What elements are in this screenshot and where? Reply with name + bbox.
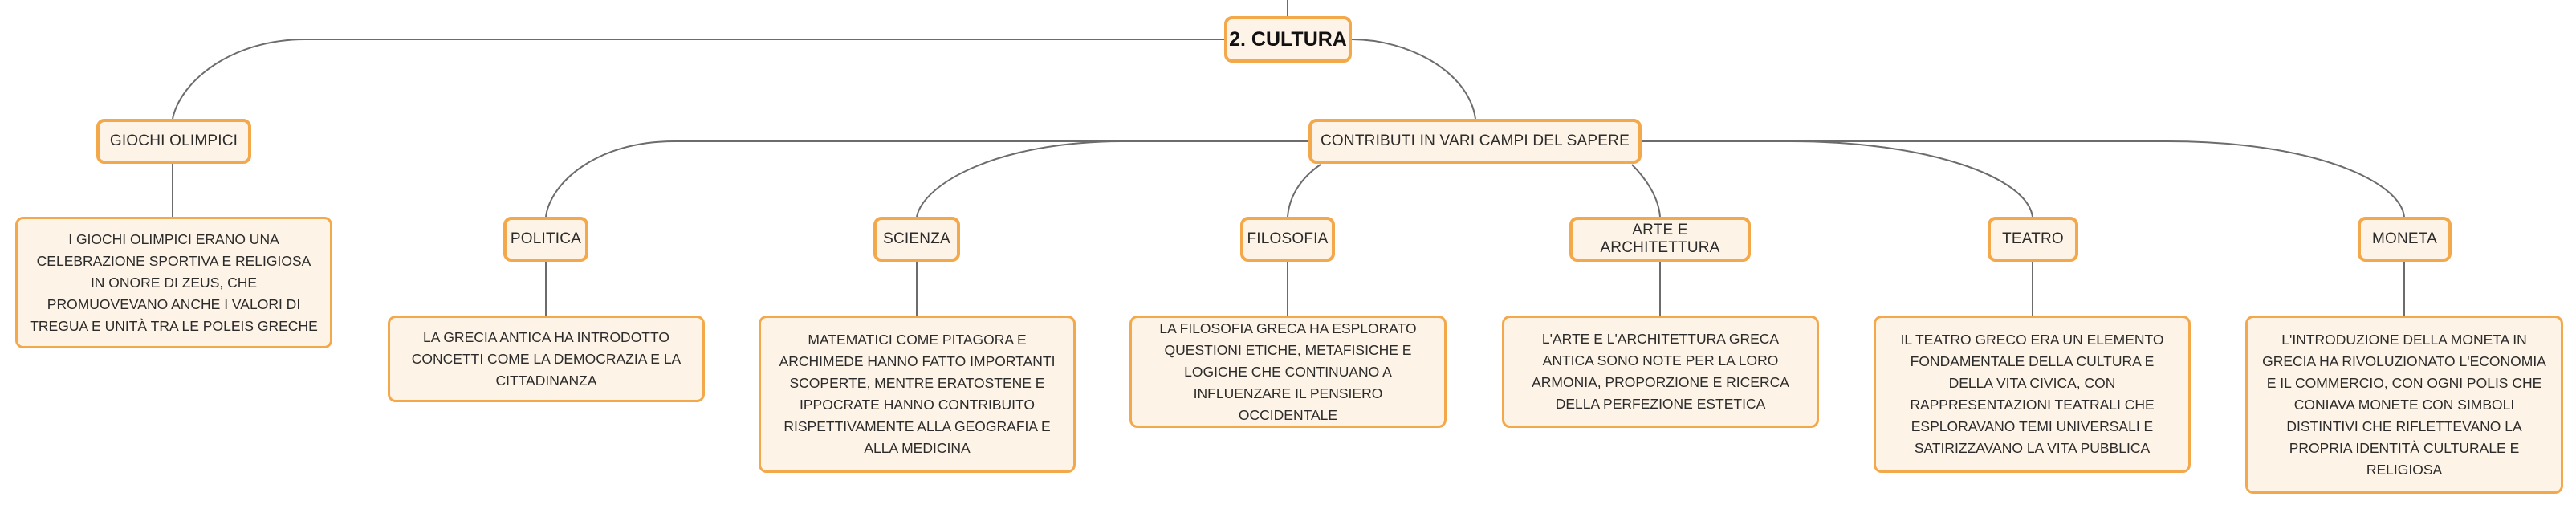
topic-filosofia-node[interactable]: FILOSOFIA (1240, 217, 1335, 262)
topic-moneta-node[interactable]: MONETA (2358, 217, 2452, 262)
topic-scienza-node[interactable]: SCIENZA (873, 217, 960, 262)
root-node[interactable]: 2. CULTURA (1224, 16, 1352, 63)
connector-contributi-moneta (1642, 140, 2405, 218)
connector-contributi-teatro (1642, 140, 2033, 218)
connector-root-giochi (172, 39, 1224, 120)
connector-contributi-politica (545, 140, 1308, 218)
giochi-olimpici-description[interactable]: I GIOCHI OLIMPICI ERANO UNA CELEBRAZIONE… (15, 217, 332, 348)
topic-teatro-description[interactable]: IL TEATRO GRECO ERA UN ELEMENTO FONDAMEN… (1874, 316, 2191, 473)
topic-politica-description[interactable]: LA GRECIA ANTICA HA INTRODOTTO CONCETTI … (388, 316, 705, 402)
connector-contributi-scienza (916, 140, 1308, 218)
connector-contributi-filosofia (1287, 164, 1321, 218)
connector-root-contributi (1351, 39, 1476, 120)
topic-scienza-description[interactable]: MATEMATICI COME PITAGORA E ARCHIMEDE HAN… (759, 316, 1076, 473)
topic-arte-architettura-node[interactable]: ARTE E ARCHITETTURA (1569, 217, 1751, 262)
connector-contributi-arte (1631, 164, 1661, 218)
topic-politica-node[interactable]: POLITICA (503, 217, 588, 262)
contributi-node[interactable]: CONTRIBUTI IN VARI CAMPI DEL SAPERE (1308, 119, 1642, 164)
topic-moneta-description[interactable]: L'INTRODUZIONE DELLA MONETA IN GRECIA HA… (2245, 316, 2563, 494)
giochi-olimpici-node[interactable]: GIOCHI OLIMPICI (96, 119, 251, 164)
topic-filosofia-description[interactable]: LA FILOSOFIA GRECA HA ESPLORATO QUESTION… (1129, 316, 1447, 428)
topic-arte-architettura-description[interactable]: L'ARTE E L'ARCHITETTURA GRECA ANTICA SON… (1502, 316, 1819, 428)
topic-teatro-node[interactable]: TEATRO (1988, 217, 2078, 262)
